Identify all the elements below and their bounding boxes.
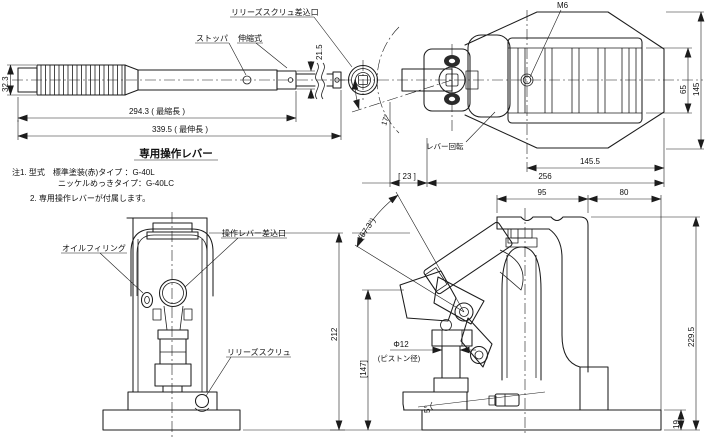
clamp-jaw — [399, 270, 457, 322]
note-line-2: ニッケルめっきタイプ：G-40LC — [58, 179, 174, 188]
m6-hole — [520, 73, 534, 87]
lever-rotation-label: レバー回転 — [426, 142, 464, 151]
dim-lever-min-length: 294.3 ( 最縮長 ) — [129, 106, 185, 116]
dim-inner-width: 65 — [679, 85, 688, 94]
lever-rotation-annotation: 17° レバー回転 — [351, 26, 496, 151]
dim-lever-max-length: 339.5 ( 最伸長 ) — [152, 124, 208, 134]
lever-body — [17, 62, 342, 100]
dim-ref-height: [147] — [359, 360, 368, 378]
screw-angle-annotation: 5° — [403, 391, 546, 413]
link-arm — [460, 317, 493, 368]
top-view: 17° レバー回転 M6 145.5 256 [ 23 ] 65 145 — [340, 1, 705, 187]
lifting-toe — [402, 391, 468, 411]
side-base-plate — [421, 409, 662, 431]
dim-piston-note: (ピストン径) — [378, 353, 421, 363]
dim-front-height: 212 — [330, 327, 339, 341]
carry-handle-inner — [136, 234, 208, 296]
rotation-range-arc — [376, 26, 400, 134]
piston-nut — [431, 329, 473, 347]
dim-top-rear: 80 — [620, 188, 629, 197]
note-line-1: 注1. 型式 標準塗装(赤)タイプ ：G-40L — [12, 167, 155, 177]
oil-fill-port — [140, 291, 154, 309]
frame-foot — [579, 366, 609, 411]
handle-socket-tilted — [423, 221, 513, 295]
notes-block: 注1. 型式 標準塗装(赤)タイプ ：G-40L ニッケルめっきタイプ：G-40… — [12, 167, 174, 203]
lever-dimensions: 32.3 21.5 294.3 ( 最縮長 ) 339.5 ( 最伸長 ) — [1, 44, 342, 140]
top-view-dimensions: 145.5 256 [ 23 ] 65 145 — [362, 11, 705, 187]
lever-socket-front — [158, 278, 188, 308]
front-dimensions: 212 — [209, 232, 345, 431]
dim-lever-tube-od: 21.5 — [315, 44, 324, 60]
front-view: オイルフィリング 操作レバー差込口 リリーズスクリュ 212 — [61, 212, 345, 438]
release-screw-front — [194, 393, 210, 409]
note-line-3: 2. 専用操作レバーが付属します。 — [30, 193, 150, 203]
rib-band — [507, 37, 643, 124]
telescopic-label: 伸縮式 — [238, 33, 262, 43]
socket-housing — [423, 48, 471, 112]
release-screw-port-label: リリーズスクリュ差込口 — [231, 7, 319, 17]
side-body — [399, 216, 662, 431]
top-view-body — [401, 11, 665, 149]
dim-swing-angle: (57.3°) — [356, 216, 377, 241]
dim-rotation-angle: 17° — [379, 113, 391, 126]
dim-piston-dia: Φ12 — [393, 340, 409, 349]
stopper-hole — [242, 75, 252, 85]
oil-filling-label: オイルフィリング — [62, 243, 126, 253]
front-callouts: オイルフィリング 操作レバー差込口 リリーズスクリュ — [61, 228, 291, 397]
dim-head-length: 145.5 — [580, 157, 601, 166]
pivot-plate — [433, 276, 485, 325]
break-symbol — [315, 62, 325, 100]
dim-total-height: 229.5 — [687, 326, 696, 347]
frame-outer — [496, 216, 589, 373]
side-dimensions: 95 80 229.5 19 [147] Φ12 (ピストン径) — [330, 188, 700, 431]
m6-callout: M6 — [529, 1, 569, 78]
lever-guide-horn — [499, 249, 524, 291]
lever-view-title: 専用操作レバー — [139, 147, 213, 160]
piston-rod — [441, 345, 461, 379]
cylinder — [501, 246, 542, 381]
dim-offset: [ 23 ] — [398, 172, 416, 181]
link-bolt — [469, 345, 489, 365]
front-base-plate — [102, 409, 241, 431]
carry-handle-outer — [130, 228, 214, 297]
dim-body-length: 256 — [538, 172, 552, 181]
side-view: (57.3°) 5° 95 80 229.5 19 [147] Φ — [330, 188, 700, 436]
release-screw-label: リリーズスクリュ — [227, 347, 291, 357]
lever-view: 32.3 21.5 294.3 ( 最縮長 ) 339.5 ( 最伸長 ) スト… — [1, 7, 379, 161]
dim-top-front: 95 — [538, 188, 547, 197]
clamp-bracket-top — [467, 34, 511, 118]
front-body — [102, 217, 241, 431]
dim-screw-angle: 5° — [423, 405, 432, 413]
frame-inner-profile — [548, 228, 581, 368]
dim-outer-width: 145 — [692, 82, 701, 96]
pivot-bolt — [454, 302, 474, 322]
lever-callouts: ストッパ 伸縮式 リリーズスクリュ差込口 — [195, 7, 353, 76]
m6-label: M6 — [557, 1, 569, 10]
dim-base-height: 19 — [672, 420, 681, 429]
grip-knurling — [40, 65, 123, 95]
release-screw-side — [494, 393, 520, 407]
swing-angle-annotation: (57.3°) — [352, 191, 465, 313]
rib-lines — [517, 48, 637, 113]
saddle-cap — [152, 222, 193, 233]
stopper-label: ストッパ — [196, 34, 228, 43]
dim-lever-od: 32.3 — [1, 76, 10, 92]
